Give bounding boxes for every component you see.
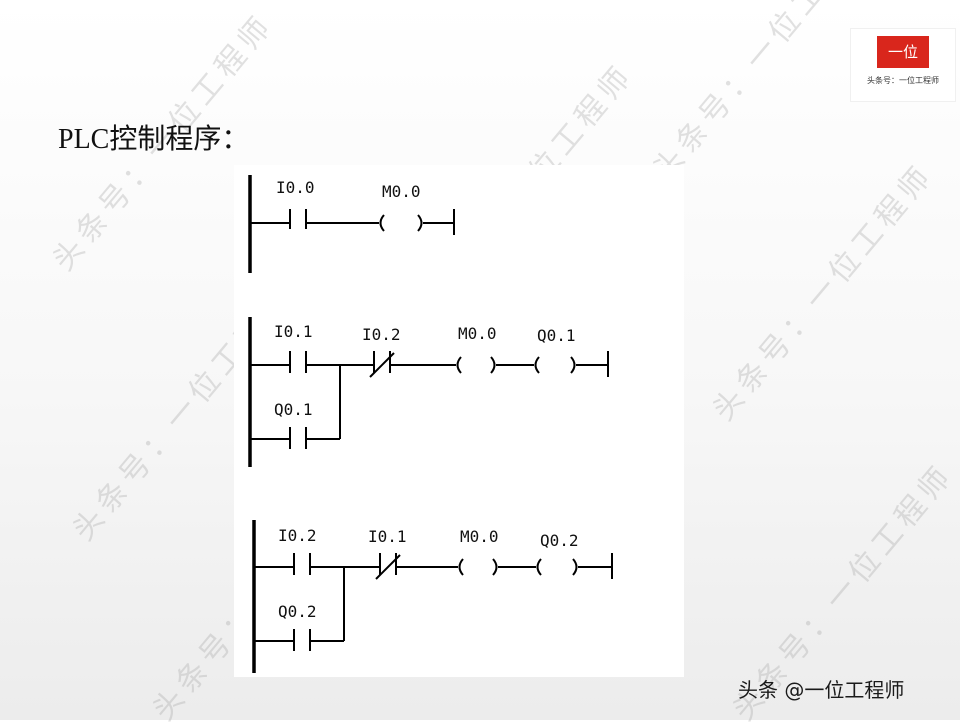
coil-label: Q0.1 xyxy=(537,326,576,345)
contact-label: I0.2 xyxy=(362,325,401,344)
rung-2: I0.1 I0.2 M0.0 Q0.1 Q0.1 xyxy=(248,317,609,467)
watermark-text: 头条号：一位工程师 xyxy=(646,0,882,188)
contact-label: I0.1 xyxy=(274,322,313,341)
coil-label: M0.0 xyxy=(382,182,421,201)
ladder-diagram: I0.0 M0.0 I0.1 I0.2 M0.0 Q0.1 Q0.1 xyxy=(234,165,684,677)
contact-label: I0.1 xyxy=(368,527,407,546)
rung-1-wiring xyxy=(250,209,455,235)
watermark-text: 头条号：一位工程师 xyxy=(706,156,942,428)
logo-caption: 头条号：一位工程师 xyxy=(867,76,939,85)
coil-label: M0.0 xyxy=(458,324,497,343)
rung-3: I0.2 I0.1 M0.0 Q0.2 Q0.2 xyxy=(252,520,613,673)
logo-mark: 一位 xyxy=(877,36,929,68)
rung-2-wiring xyxy=(250,351,609,449)
contact-label: I0.0 xyxy=(276,178,315,197)
contact-label: I0.2 xyxy=(278,526,317,545)
ladder-diagram-svg: I0.0 M0.0 I0.1 I0.2 M0.0 Q0.1 Q0.1 xyxy=(248,175,613,673)
coil-label: Q0.2 xyxy=(540,531,579,550)
parallel-contact-label: Q0.1 xyxy=(274,400,313,419)
coil-label: M0.0 xyxy=(460,527,499,546)
source-credit: 头条 @一位工程师 xyxy=(738,678,905,702)
slide-title: PLC控制程序： xyxy=(58,124,250,155)
brand-logo: 一位 头条号：一位工程师 xyxy=(850,28,956,102)
parallel-contact-label: Q0.2 xyxy=(278,602,317,621)
rung-1: I0.0 M0.0 xyxy=(248,175,455,273)
rung-3-wiring xyxy=(254,553,613,651)
